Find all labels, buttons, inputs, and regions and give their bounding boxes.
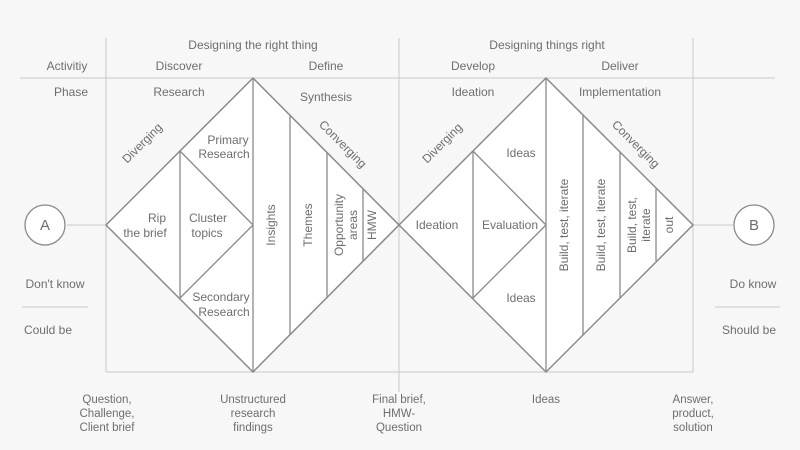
footer-question-line-1: Question, bbox=[82, 394, 131, 406]
secondary-research-line-2: Research bbox=[198, 305, 249, 319]
diamond-1-divider bbox=[179, 150, 254, 226]
footer-final-brief-line-3: Question bbox=[376, 422, 422, 434]
start-label: A bbox=[40, 217, 50, 234]
build-test-iterate-2: Build, test, iterate bbox=[594, 178, 608, 271]
cluster-topics-line-1: Cluster bbox=[189, 211, 227, 225]
evaluation-label: Evaluation bbox=[482, 218, 538, 232]
header-left-title: Designing the right thing bbox=[188, 38, 317, 52]
footer-unstructured-line-1: Unstructured bbox=[220, 394, 286, 406]
diverging-label-2: Diverging bbox=[419, 120, 465, 166]
phase-label: Phase bbox=[54, 85, 88, 99]
header-right-title: Designing things right bbox=[489, 38, 605, 52]
rip-brief-line-2: the brief bbox=[123, 226, 167, 240]
footer-final-brief-line-2: HMW- bbox=[383, 408, 416, 420]
phase-implementation: Implementation bbox=[579, 85, 661, 99]
primary-research-line-2: Research bbox=[198, 147, 249, 161]
footer-question-line-2: Challenge, bbox=[80, 408, 135, 420]
opportunity-line-1: Opportunity bbox=[332, 194, 346, 256]
diamond-discover-define bbox=[104, 76, 401, 374]
insights-label: Insights bbox=[264, 204, 278, 245]
footer-answer-line-2: product, bbox=[672, 408, 714, 420]
phase-synthesis: Synthesis bbox=[300, 90, 352, 104]
diamond-2-divider bbox=[472, 224, 547, 299]
grid-lines bbox=[20, 38, 780, 392]
start-circle bbox=[24, 204, 66, 246]
out-label: out bbox=[662, 216, 676, 233]
footer-unstructured: Unstructured research findings bbox=[220, 394, 286, 434]
end-label: B bbox=[749, 217, 759, 234]
diamond-1-divider bbox=[179, 224, 254, 299]
start-node: A bbox=[24, 204, 66, 246]
stage-develop: Develop bbox=[451, 59, 495, 73]
build-test-iterate-1: Build, test, iterate bbox=[557, 178, 571, 271]
diverging-label-1: Diverging bbox=[119, 120, 165, 166]
cluster-topics-line-2: topics bbox=[191, 226, 222, 240]
end-circle bbox=[733, 204, 775, 246]
ideation-label: Ideation bbox=[416, 218, 459, 232]
dont-know-label: Don't know bbox=[26, 277, 85, 291]
footer-unstructured-line-3: findings bbox=[233, 422, 273, 434]
could-be-label: Could be bbox=[24, 323, 72, 337]
primary-research-line-1: Primary bbox=[207, 133, 248, 147]
diamond-2-divider bbox=[472, 150, 547, 226]
footer-ideas: Ideas bbox=[532, 394, 560, 406]
stage-deliver: Deliver bbox=[601, 59, 638, 73]
stage-define: Define bbox=[309, 59, 344, 73]
should-be-label: Should be bbox=[722, 323, 776, 337]
opportunity-line-2: areas bbox=[346, 210, 360, 240]
do-know-label: Do know bbox=[730, 277, 777, 291]
ideas-top-label: Ideas bbox=[506, 146, 535, 160]
ideas-bottom-label: Ideas bbox=[506, 291, 535, 305]
footer-answer-line-1: Answer, bbox=[673, 394, 714, 406]
footer-unstructured-line-2: research bbox=[231, 408, 276, 420]
footer-final-brief: Final brief, HMW- Question bbox=[372, 394, 426, 434]
themes-label: Themes bbox=[301, 203, 315, 246]
footer-question-line-3: Client brief bbox=[80, 422, 136, 434]
hmw-label: HMW bbox=[365, 209, 379, 240]
phase-research: Research bbox=[153, 85, 204, 99]
build-test-iterate-3-line-1: Build, test, bbox=[625, 197, 639, 253]
secondary-research-line-1: Secondary bbox=[192, 290, 249, 304]
footer-answer: Answer, product, solution bbox=[672, 394, 714, 434]
stage-discover: Discover bbox=[156, 59, 203, 73]
end-node: B bbox=[733, 204, 775, 246]
footer-final-brief-line-1: Final brief, bbox=[372, 394, 426, 406]
diamond-develop-deliver bbox=[397, 76, 695, 374]
build-test-iterate-3-line-2: iterate bbox=[639, 208, 653, 242]
footer-answer-line-3: solution bbox=[673, 422, 713, 434]
phase-ideation: Ideation bbox=[452, 85, 495, 99]
rip-brief-line-1: Rip bbox=[148, 211, 166, 225]
footer-question: Question, Challenge, Client brief bbox=[80, 394, 136, 434]
activity-label: Activitiy bbox=[47, 59, 88, 73]
